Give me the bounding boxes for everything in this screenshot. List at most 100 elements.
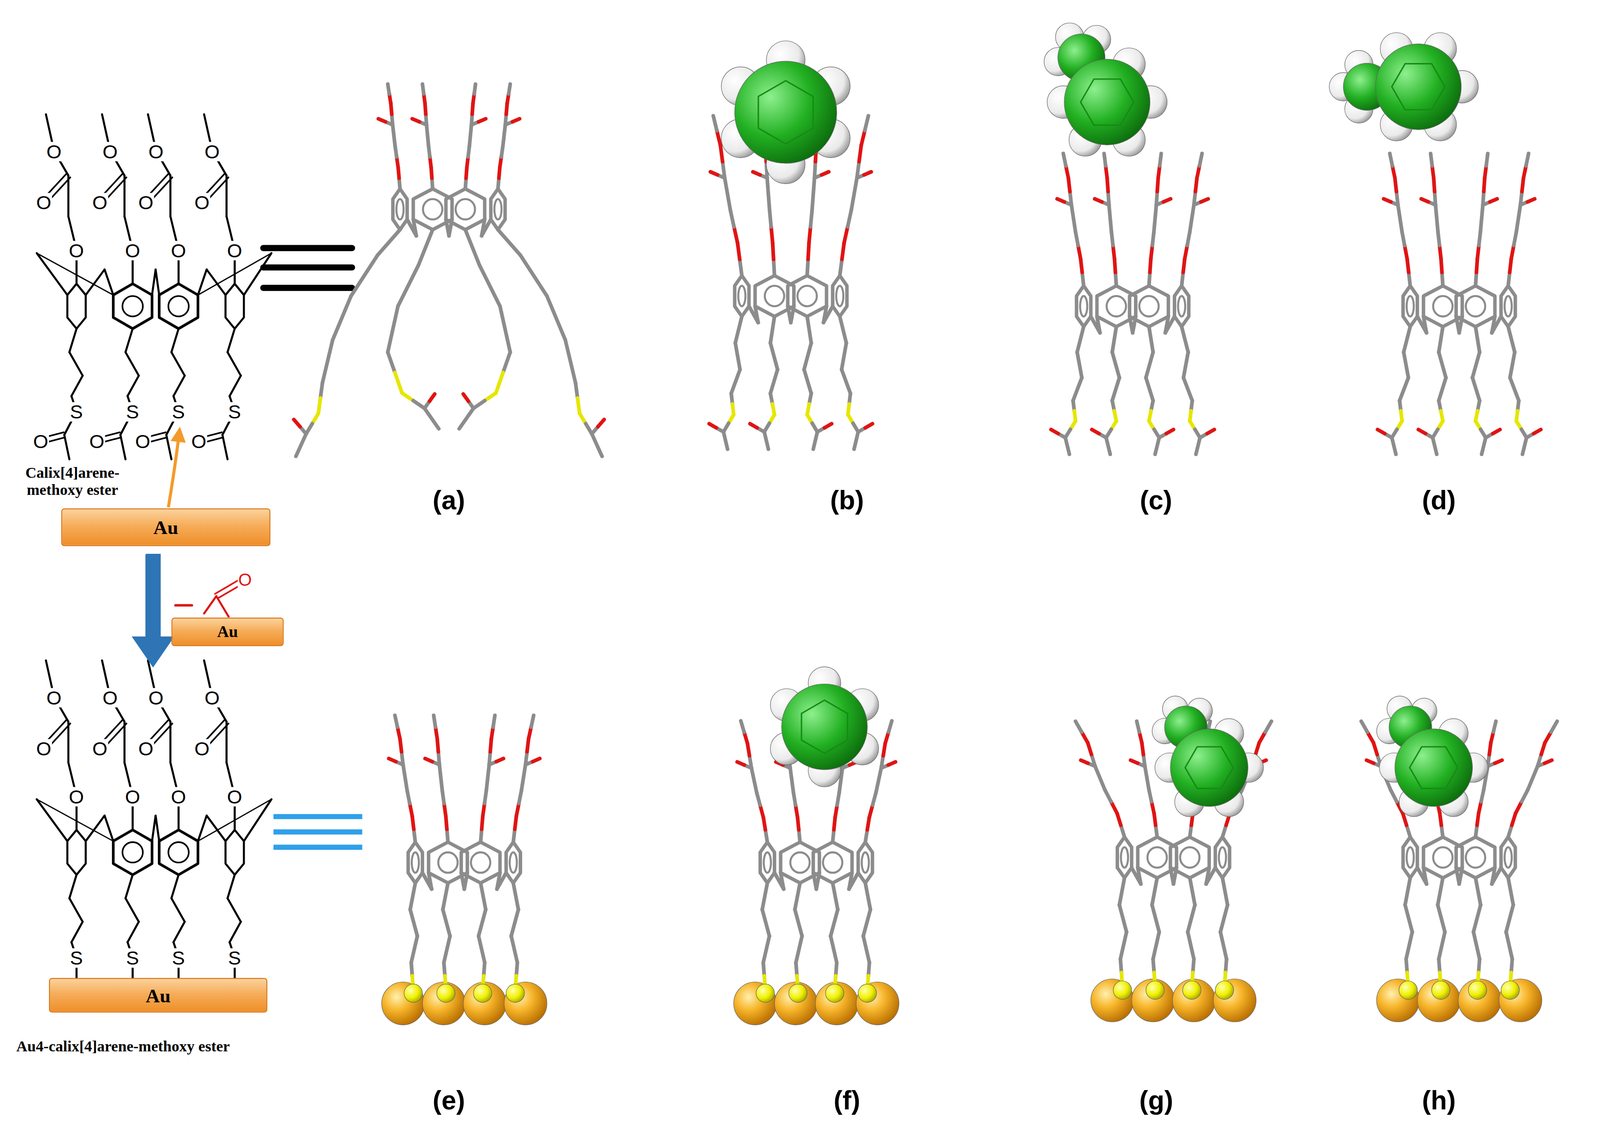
bond (1516, 205, 1521, 233)
bond (433, 715, 436, 727)
bond (1255, 742, 1260, 755)
bond (1063, 153, 1067, 166)
sulfur-atom (473, 983, 493, 1003)
bond (577, 398, 580, 414)
gold-atom (1498, 978, 1542, 1022)
bond (1473, 904, 1481, 932)
aromatic-ring (506, 842, 521, 883)
carbon-ring (1064, 59, 1151, 146)
bond (85, 815, 105, 842)
aromatic-ring (225, 283, 244, 329)
atom-symbol: O (101, 141, 119, 161)
bond (1112, 326, 1117, 353)
toluene-guest (1151, 695, 1264, 817)
bond (1165, 316, 1175, 333)
bond (495, 372, 503, 393)
bond (1489, 198, 1497, 202)
gold-atom (463, 981, 507, 1025)
bond (804, 342, 812, 370)
aromatic-ring (490, 188, 506, 230)
bond (1117, 813, 1121, 825)
atom-symbol: O (203, 141, 221, 161)
bond (795, 805, 798, 818)
bar (273, 814, 363, 820)
sulfur-atom (825, 983, 844, 1003)
bond (1405, 904, 1413, 932)
bond (731, 369, 741, 394)
bond (1130, 760, 1138, 764)
bond (1159, 153, 1161, 166)
bond (1087, 742, 1092, 755)
bond (120, 434, 126, 460)
panel-letter: (h) (1421, 1086, 1456, 1114)
atom-symbol: O (45, 687, 63, 707)
bond (864, 171, 872, 175)
bond (1391, 437, 1396, 455)
bond (171, 898, 185, 922)
bond (1523, 165, 1527, 178)
bond (1475, 877, 1481, 905)
bond (1484, 165, 1487, 178)
atom-symbol: S (170, 401, 186, 422)
aromatic-ring (1174, 285, 1189, 327)
atom-symbol: O (170, 786, 188, 806)
bond (1108, 205, 1112, 233)
bond (1120, 959, 1122, 973)
bond (764, 431, 769, 449)
aromatic-circle (1080, 295, 1088, 317)
bond (1166, 429, 1174, 434)
bond (1492, 867, 1502, 884)
aromatic-circle (455, 198, 476, 220)
bond (806, 259, 808, 276)
bond (1187, 904, 1196, 932)
ring-edge (758, 80, 814, 144)
bond (597, 419, 605, 427)
bond (1481, 437, 1486, 455)
sulfur-atom (403, 983, 423, 1003)
bond (1195, 178, 1197, 192)
bond (410, 909, 418, 937)
bond (443, 909, 451, 937)
bond (486, 764, 489, 791)
bond (1119, 877, 1125, 905)
sulfur-atom (1431, 981, 1451, 1000)
bond (1091, 429, 1099, 434)
bond (1196, 437, 1201, 455)
atom-symbol: S (170, 947, 186, 968)
structural-formula (36, 114, 272, 460)
bond (473, 400, 485, 409)
aromatic-circle (1120, 847, 1129, 868)
bond (513, 829, 515, 843)
bond (64, 434, 70, 460)
bond (484, 393, 497, 401)
toluene-guest (1329, 32, 1479, 141)
bond (425, 758, 433, 762)
aromatic-ring (159, 829, 198, 875)
bond (770, 316, 775, 343)
aromatic-ring (407, 842, 423, 883)
bond (1483, 178, 1485, 192)
bond (227, 898, 241, 922)
bond (770, 369, 778, 394)
bond (127, 921, 139, 942)
bond (69, 352, 83, 376)
bond (511, 909, 519, 937)
bond (1115, 272, 1117, 286)
atom-symbol: O (134, 431, 152, 451)
aromatic-circle (122, 842, 143, 863)
bond (1433, 178, 1435, 192)
bond (770, 226, 773, 243)
bond (1220, 932, 1227, 960)
bond (169, 175, 172, 217)
bond (1151, 904, 1160, 932)
atom-symbol: O (203, 687, 221, 707)
bond (1392, 165, 1395, 178)
bond (1111, 801, 1118, 814)
bond (166, 434, 172, 460)
aromatic-circle (764, 285, 785, 306)
bond (481, 816, 483, 830)
aromatic-circle (509, 852, 517, 873)
bond (1377, 429, 1385, 434)
bond (1051, 429, 1059, 434)
bond (318, 398, 321, 414)
